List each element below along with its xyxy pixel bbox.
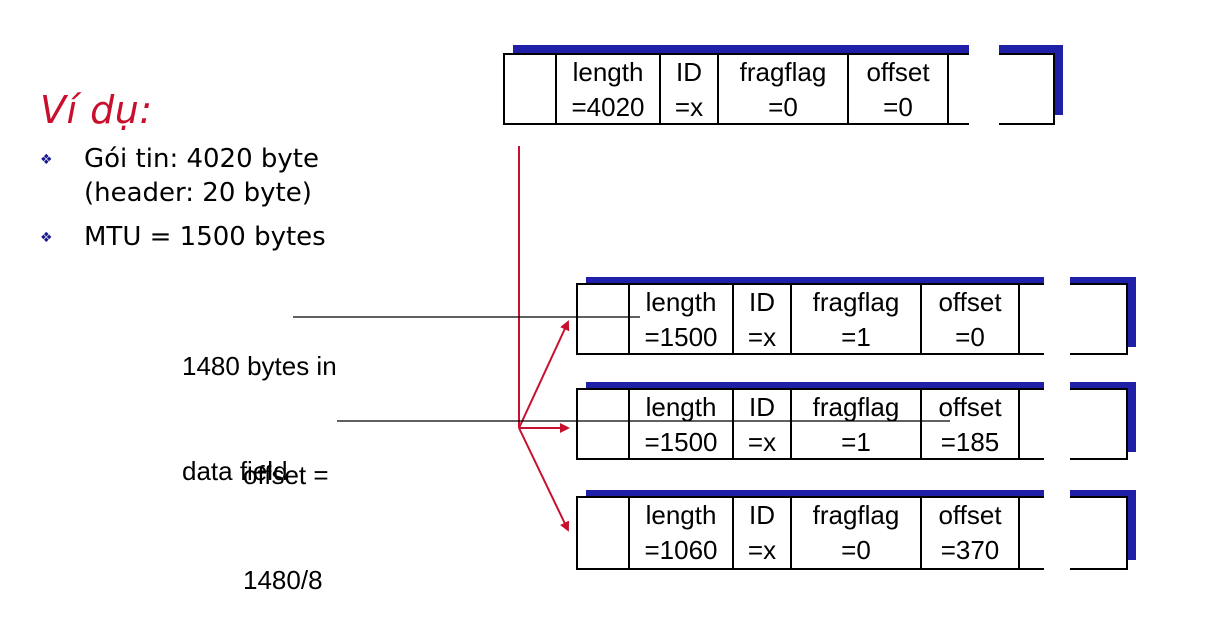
packet-break xyxy=(1044,380,1070,468)
field-value: =0 xyxy=(768,92,798,122)
field-value: =1060 xyxy=(644,535,718,565)
field-name: ID xyxy=(676,57,702,87)
field-fragflag: fragflag =1 xyxy=(790,390,920,458)
field-length: length =1500 xyxy=(628,390,732,458)
bullet-text: (header: 20 byte) xyxy=(84,178,312,208)
field-name: offset xyxy=(938,392,1002,422)
arrow-to-fragment-1 xyxy=(518,320,570,429)
field-name: offset xyxy=(938,500,1002,530)
field-value: =x xyxy=(747,322,777,352)
packet-frame: length =4020 ID =x fragflag =0 offset =0 xyxy=(503,45,1055,133)
packet-frame: length =1500 ID =x fragflag =1 offset =0 xyxy=(576,275,1128,363)
field-name: length xyxy=(645,287,717,317)
packet-break xyxy=(1044,275,1070,363)
field-value: =0 xyxy=(841,535,871,565)
field-fragflag: fragflag =0 xyxy=(717,55,847,123)
field-value: =185 xyxy=(940,427,1000,457)
field-offset: offset =185 xyxy=(920,390,1018,458)
field-id: ID =x xyxy=(732,498,790,568)
field-length: length =1500 xyxy=(628,285,732,353)
bullet-text: Gói tin: 4020 byte xyxy=(84,144,319,174)
offset-note: offset = 1480/8 xyxy=(243,388,329,633)
field-name: fragflag xyxy=(812,392,900,422)
field-name: fragflag xyxy=(739,57,827,87)
packet-frame: length =1500 ID =x fragflag =1 offset =1… xyxy=(576,380,1128,468)
field-name: offset xyxy=(866,57,930,87)
field-data xyxy=(1018,498,1128,568)
field-data xyxy=(947,55,1055,123)
diamond-bullet-icon: ❖ xyxy=(40,230,53,246)
field-fragflag: fragflag =1 xyxy=(790,285,920,353)
field-value: =x xyxy=(747,427,777,457)
field-value: =1500 xyxy=(644,427,718,457)
field-value: =1500 xyxy=(644,322,718,352)
note-line: data field xyxy=(182,456,288,486)
field-data xyxy=(1018,285,1128,353)
field-name: length xyxy=(645,392,717,422)
field-offset: offset =0 xyxy=(920,285,1018,353)
slide-title: Ví dụ: xyxy=(40,88,153,132)
field-name: fragflag xyxy=(812,500,900,530)
field-value: =x xyxy=(747,535,777,565)
note-line: offset = xyxy=(243,460,329,490)
note-line: 1480 bytes in xyxy=(182,351,337,381)
field-value: =370 xyxy=(940,535,1000,565)
field-value: =1 xyxy=(841,322,871,352)
field-offset: offset =370 xyxy=(920,498,1018,568)
bullet-text: MTU = 1500 bytes xyxy=(84,222,326,252)
field-value: =0 xyxy=(883,92,913,122)
field-name: length xyxy=(645,500,717,530)
data-field-note: 1480 bytes in data field xyxy=(182,279,337,524)
field-name: offset xyxy=(938,287,1002,317)
field-id: ID =x xyxy=(659,55,717,123)
field-value: =1 xyxy=(841,427,871,457)
field-offset: offset =0 xyxy=(847,55,947,123)
field-length: length =4020 xyxy=(555,55,659,123)
field-value: =0 xyxy=(955,322,985,352)
field-value: =x xyxy=(674,92,704,122)
field-fragflag: fragflag =0 xyxy=(790,498,920,568)
field-name: length xyxy=(572,57,644,87)
field-name: ID xyxy=(749,500,775,530)
arrow-to-fragment-3 xyxy=(518,427,570,532)
connector-lines xyxy=(293,146,950,532)
field-length: length =1060 xyxy=(628,498,732,568)
field-name: fragflag xyxy=(812,287,900,317)
packet-frame: length =1060 ID =x fragflag =0 offset =3… xyxy=(576,488,1128,578)
note-line: 1480/8 xyxy=(243,565,323,595)
field-value: =4020 xyxy=(571,92,645,122)
packet-break xyxy=(969,45,999,133)
field-name: ID xyxy=(749,392,775,422)
field-id: ID =x xyxy=(732,285,790,353)
packet-break xyxy=(1044,488,1070,578)
field-data xyxy=(1018,390,1128,458)
field-name: ID xyxy=(749,287,775,317)
field-id: ID =x xyxy=(732,390,790,458)
diamond-bullet-icon: ❖ xyxy=(40,152,53,168)
